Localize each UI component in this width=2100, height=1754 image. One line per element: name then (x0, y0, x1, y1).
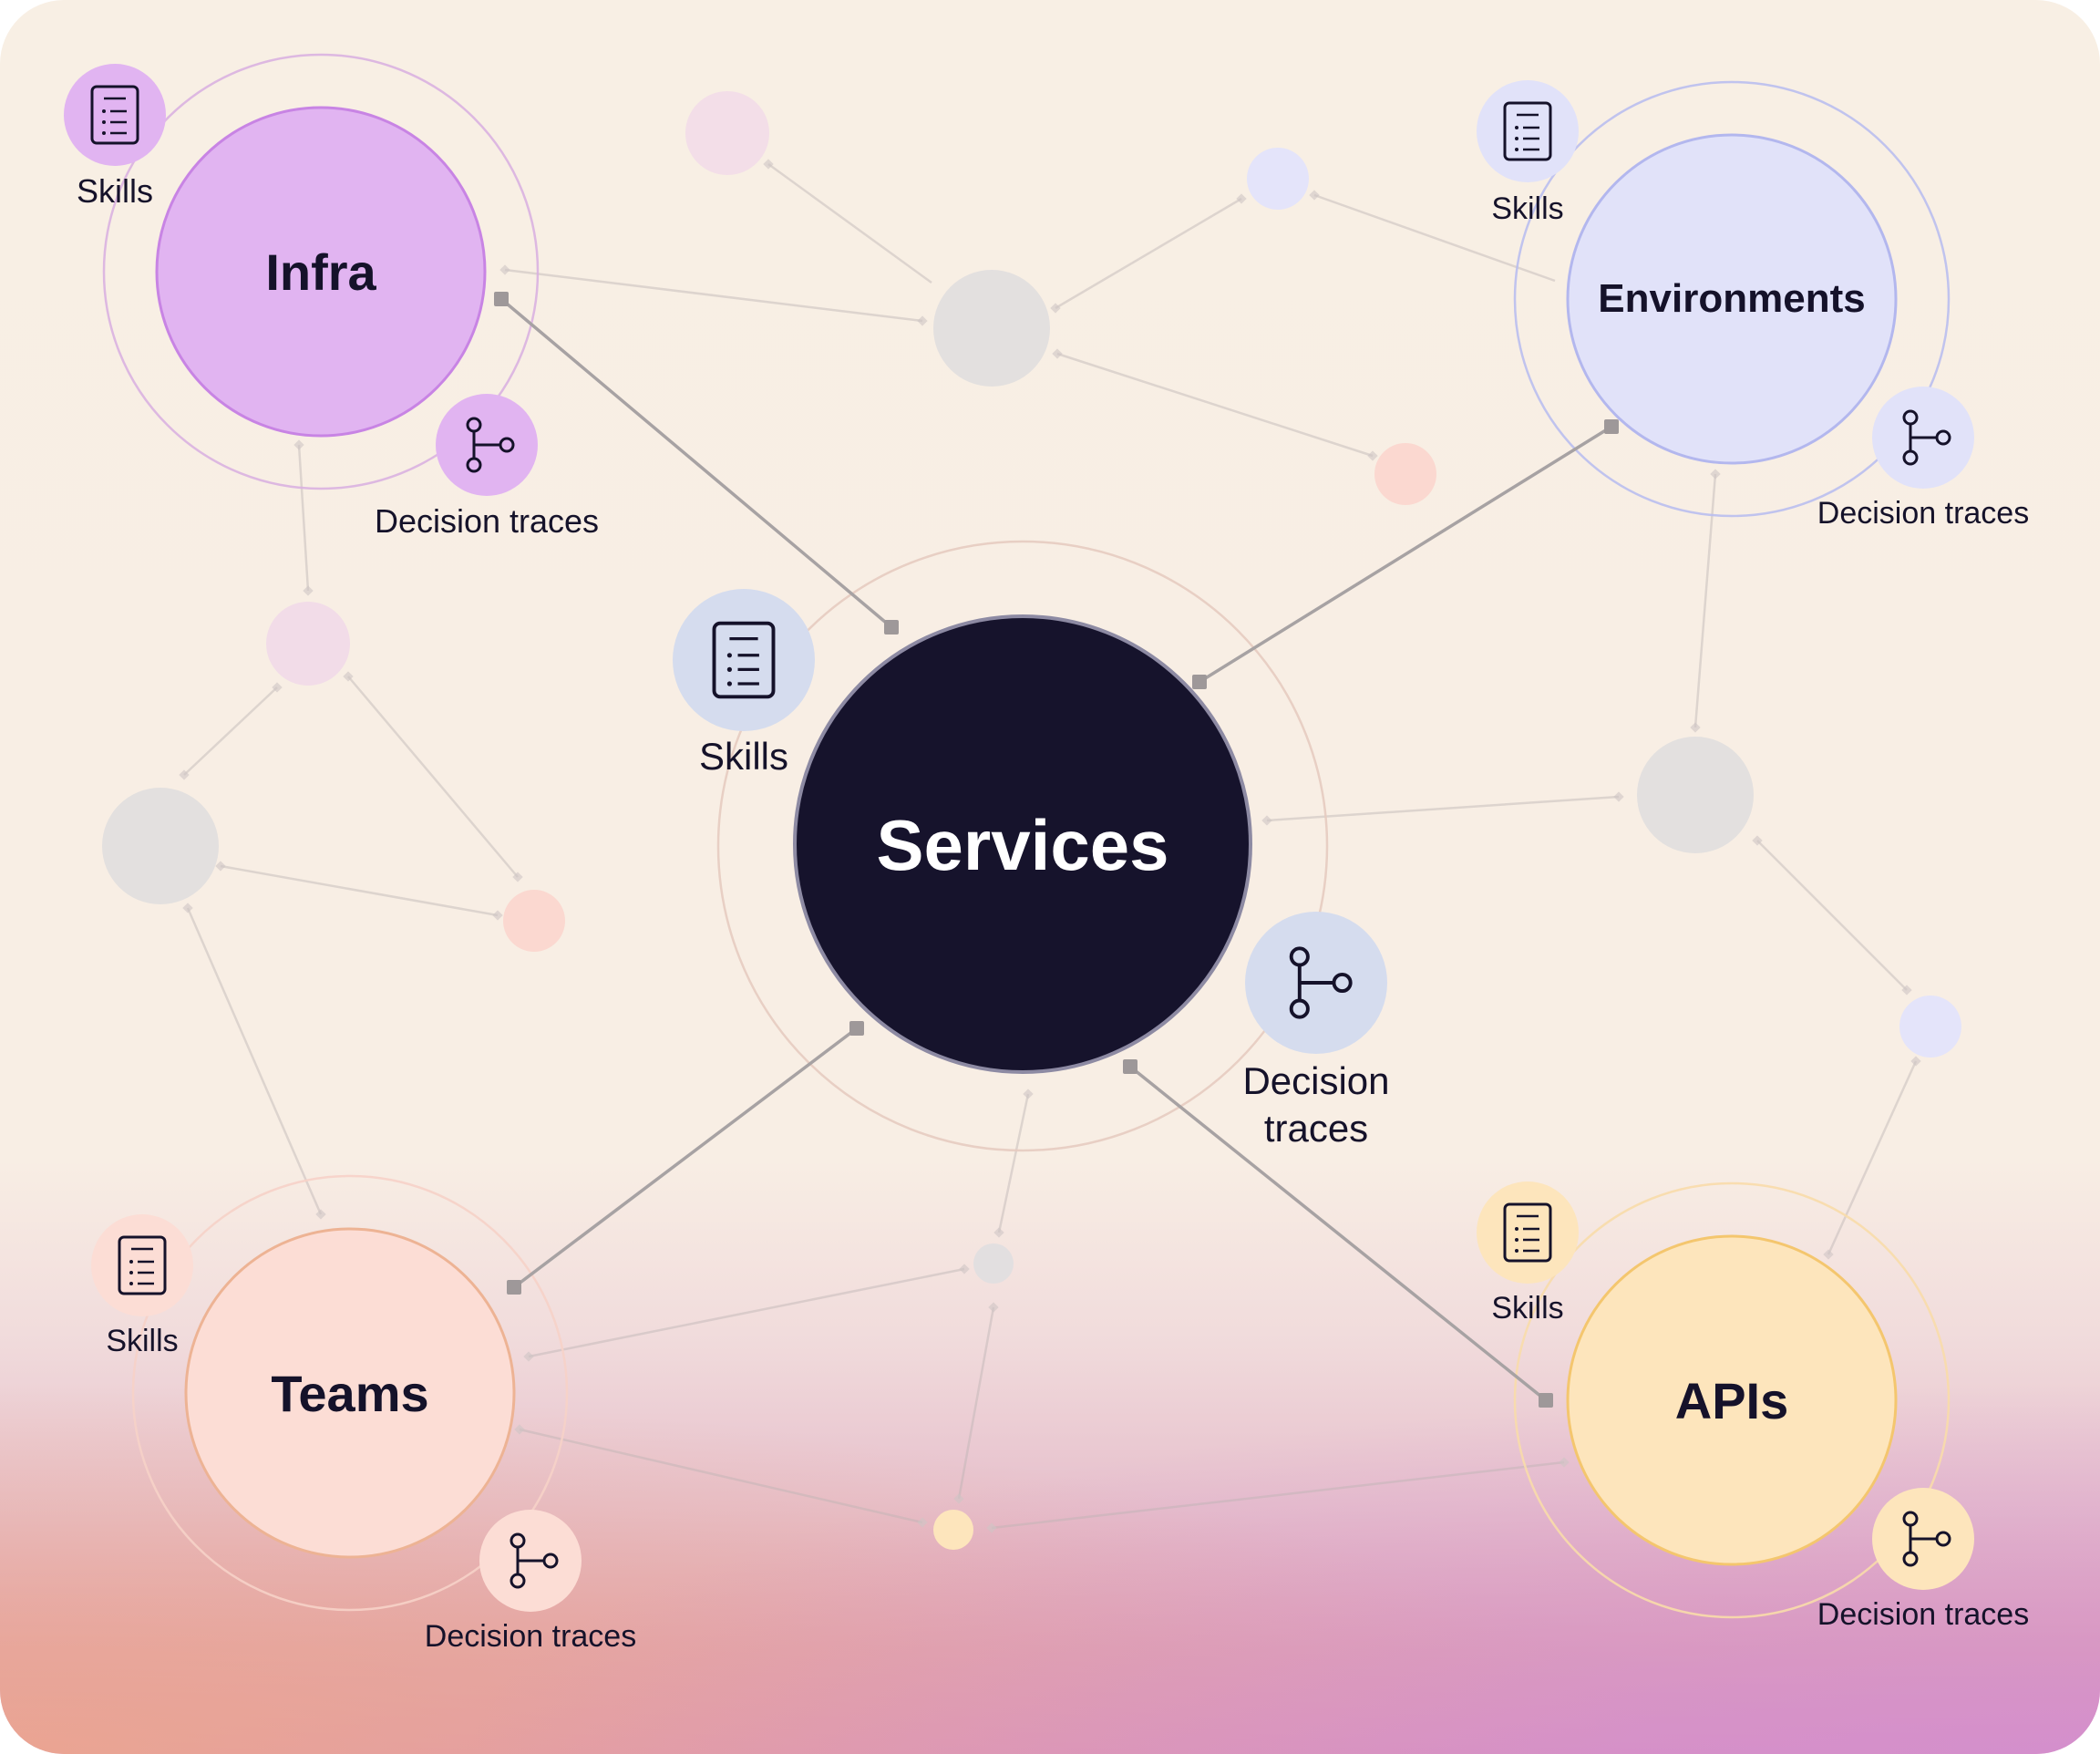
faint-background-nodes (102, 91, 1961, 1550)
faint-connections (183, 162, 1918, 1530)
faint-node (1247, 148, 1309, 210)
connection-infra-services (499, 297, 893, 629)
services-skills-label: Skills (699, 735, 788, 778)
primary-connection-markers (494, 292, 1619, 1408)
environments-skills-label: Skills (1491, 191, 1563, 226)
node-apis[interactable]: APIs (1566, 1234, 1898, 1566)
infra-skills-badge[interactable]: Skills (64, 64, 166, 210)
teams-decision-traces-badge[interactable]: Decision traces (425, 1510, 636, 1654)
apis-decision-traces-label: Decision traces (1817, 1597, 2029, 1632)
services-skills-badge[interactable]: Skills (673, 589, 815, 778)
apis-skills-badge[interactable]: Skills (1477, 1181, 1579, 1326)
teams-decision-traces-label: Decision traces (425, 1619, 636, 1654)
infra-decision-traces-label: Decision traces (375, 502, 599, 540)
faint-node (503, 890, 565, 952)
apis-decision-traces-badge[interactable]: Decision traces (1817, 1488, 2029, 1632)
node-services-label: Services (877, 805, 1169, 885)
faint-node (102, 788, 219, 904)
faint-node (1637, 737, 1754, 853)
environments-decision-traces-label: Decision traces (1817, 496, 2029, 531)
faint-node (933, 270, 1050, 387)
faint-node (933, 1510, 973, 1550)
environments-decision-traces-badge[interactable]: Decision traces (1817, 387, 2029, 531)
faint-node (1374, 443, 1436, 505)
connection-environments-services (1199, 425, 1612, 684)
services-decision-traces-label-line2: traces (1264, 1107, 1368, 1150)
infra-skills-label: Skills (77, 172, 153, 210)
teams-skills-label: Skills (106, 1324, 178, 1358)
services-decision-traces-badge[interactable]: Decision traces (1242, 912, 1390, 1150)
faint-node (685, 91, 769, 175)
node-environments-label: Environments (1598, 276, 1865, 321)
node-environments[interactable]: Environments (1566, 133, 1898, 465)
infra-decision-traces-badge[interactable]: Decision traces (375, 394, 599, 540)
node-apis-label: APIs (1675, 1372, 1789, 1429)
node-infra-label: Infra (265, 243, 376, 301)
connection-apis-services (1128, 1065, 1548, 1402)
teams-skills-badge[interactable]: Skills (91, 1214, 193, 1358)
node-services[interactable]: Services (793, 614, 1252, 1074)
services-decision-traces-label-line1: Decision (1242, 1059, 1389, 1102)
connection-teams-services (512, 1027, 859, 1289)
orbit-rings (102, 53, 1951, 1619)
faint-node (266, 602, 350, 686)
faint-node (1899, 996, 1961, 1058)
faint-node (973, 1243, 1014, 1284)
node-infra[interactable]: Infra (155, 106, 487, 438)
apis-skills-label: Skills (1491, 1291, 1563, 1326)
primary-connections (499, 297, 1612, 1402)
faint-endpoint-markers (179, 159, 1921, 1533)
environments-skills-badge[interactable]: Skills (1477, 80, 1579, 226)
node-teams-label: Teams (271, 1365, 428, 1422)
node-teams[interactable]: Teams (184, 1227, 516, 1559)
